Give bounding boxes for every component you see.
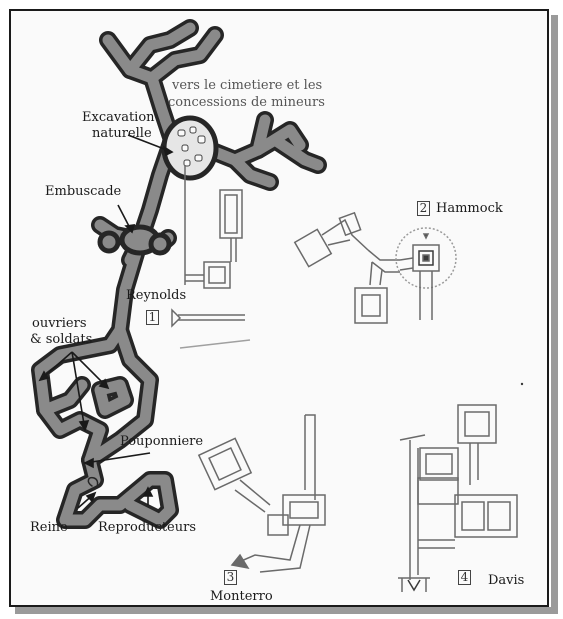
room-number-hammock: 2 [417, 201, 430, 216]
label-ouvriers-line2: & soldats [30, 332, 92, 347]
label-excavation-line1: Excavation [82, 110, 155, 125]
reynolds-outpost [172, 165, 250, 348]
label-reine: Reine [30, 520, 68, 535]
map-dot [521, 383, 523, 385]
label-hammock: Hammock [436, 201, 503, 216]
monterro-outpost [199, 415, 325, 572]
label-pouponniere: Pouponniere [120, 434, 203, 449]
label-cemetery: vers le cimetiere et les [172, 78, 322, 93]
label-reproducteurs: Reproducteurs [98, 520, 196, 535]
room-number-reynolds: 1 [146, 310, 159, 325]
hammock-outpost [295, 213, 456, 323]
room-number-monterro: 3 [224, 570, 237, 585]
room-number-davis: 4 [458, 570, 471, 585]
davis-outpost [398, 405, 517, 592]
label-embuscade: Embuscade [45, 184, 121, 199]
label-ouvriers-line1: ouvriers [32, 316, 87, 331]
label-concessions: concessions de mineurs [168, 95, 325, 110]
label-davis: Davis [488, 573, 524, 588]
label-excavation-line2: naturelle [92, 126, 152, 141]
label-monterro: Monterro [210, 589, 273, 604]
label-reynolds: Reynolds [126, 288, 186, 303]
